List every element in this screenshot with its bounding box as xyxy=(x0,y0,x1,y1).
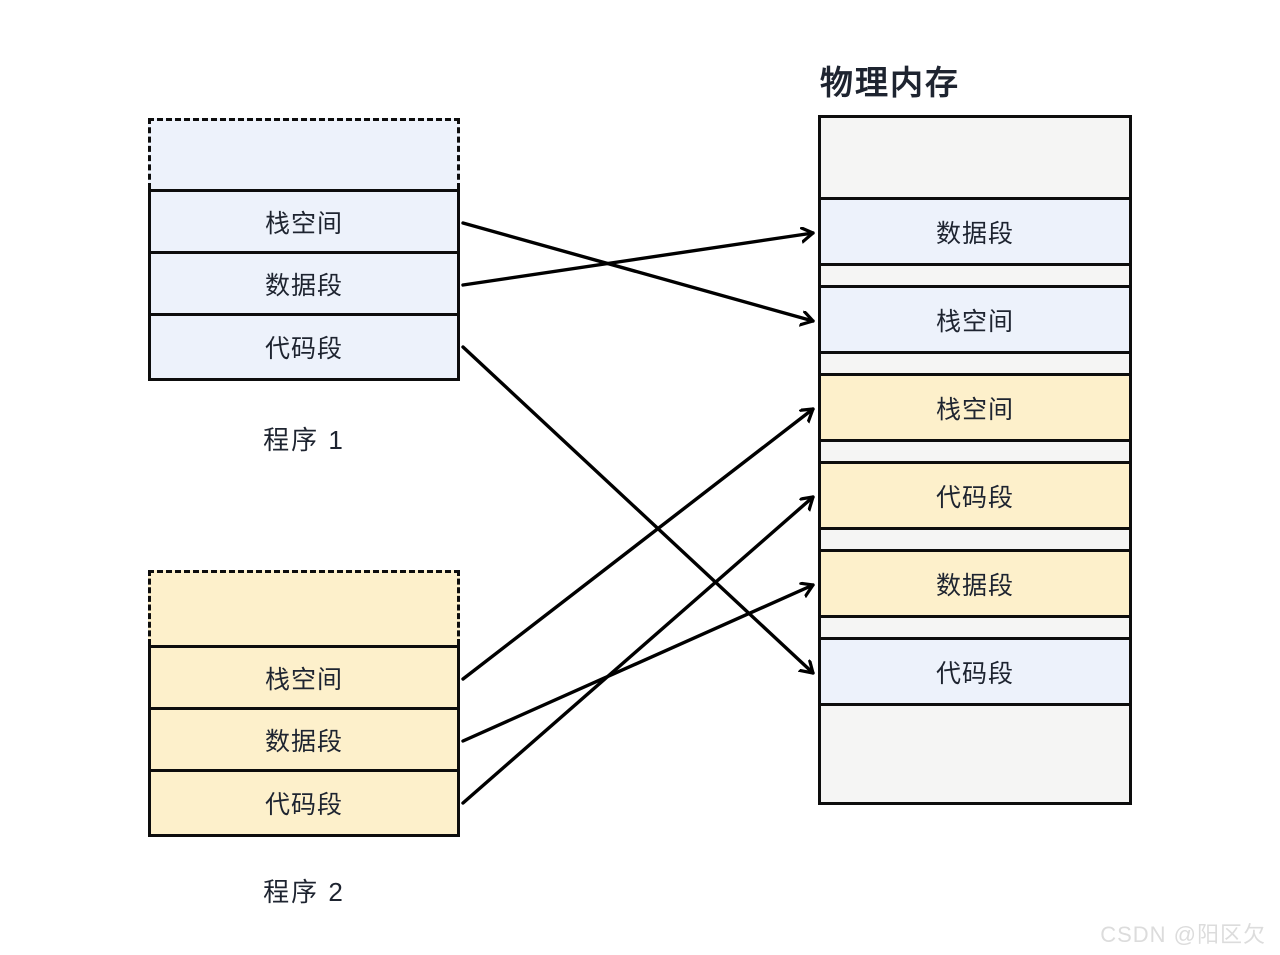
segment-label: 代码段 xyxy=(935,483,1014,512)
program2-segment-row: 数据段 xyxy=(151,710,457,772)
physical-segment-row: 栈空间 xyxy=(821,288,1129,354)
segment-label: 数据段 xyxy=(264,727,343,756)
physical-segment-row: 数据段 xyxy=(821,200,1129,266)
program1-label: 程序 1 xyxy=(263,425,345,455)
mapping-arrow xyxy=(461,495,815,805)
segment-label: 代码段 xyxy=(264,791,343,819)
segment-label: 数据段 xyxy=(264,271,343,300)
segment-label: 栈空间 xyxy=(264,665,343,694)
segment-label: 栈空间 xyxy=(935,395,1014,424)
segment-label: 数据段 xyxy=(935,571,1014,600)
physical-segment-row: 数据段 xyxy=(821,552,1129,618)
watermark: CSDN @阳区欠 xyxy=(1100,922,1266,947)
physical-free-region xyxy=(821,118,1129,200)
physical-memory-title: 物理内存 xyxy=(820,64,960,101)
program2-segment-row: 栈空间 xyxy=(151,648,457,710)
segment-label: 栈空间 xyxy=(935,307,1014,336)
program2-segment-row: 代码段 xyxy=(151,772,457,834)
segment-label: 数据段 xyxy=(935,219,1014,248)
physical-segment-row: 栈空间 xyxy=(821,376,1129,442)
program2-box: 栈空间数据段代码段 xyxy=(148,645,460,837)
physical-gap-row xyxy=(821,442,1129,464)
physical-gap-row xyxy=(821,530,1129,552)
physical-gap-row xyxy=(821,266,1129,288)
mapping-arrow xyxy=(461,407,815,681)
program1-segment-row: 代码段 xyxy=(151,316,457,378)
mapping-arrow xyxy=(461,233,815,287)
mapping-arrow xyxy=(461,345,815,675)
segment-label: 栈空间 xyxy=(264,209,343,238)
physical-free-region xyxy=(821,706,1129,802)
physical-gap-row xyxy=(821,354,1129,376)
program2-label: 程序 2 xyxy=(263,877,345,907)
physical-segment-row: 代码段 xyxy=(821,464,1129,530)
physical-segment-row: 代码段 xyxy=(821,640,1129,706)
physical-gap-row xyxy=(821,618,1129,640)
program1-unmapped-region xyxy=(148,118,460,189)
segment-label: 代码段 xyxy=(264,335,343,363)
program2-unmapped-region xyxy=(148,570,460,645)
program1-box: 栈空间数据段代码段 xyxy=(148,189,460,381)
program1-segment-row: 数据段 xyxy=(151,254,457,316)
physical-memory-column: 数据段栈空间栈空间代码段数据段代码段 xyxy=(818,115,1132,805)
segment-label: 代码段 xyxy=(935,659,1014,688)
program1-segment-row: 栈空间 xyxy=(151,192,457,254)
mapping-arrow xyxy=(461,221,815,321)
mapping-arrow xyxy=(461,585,815,743)
